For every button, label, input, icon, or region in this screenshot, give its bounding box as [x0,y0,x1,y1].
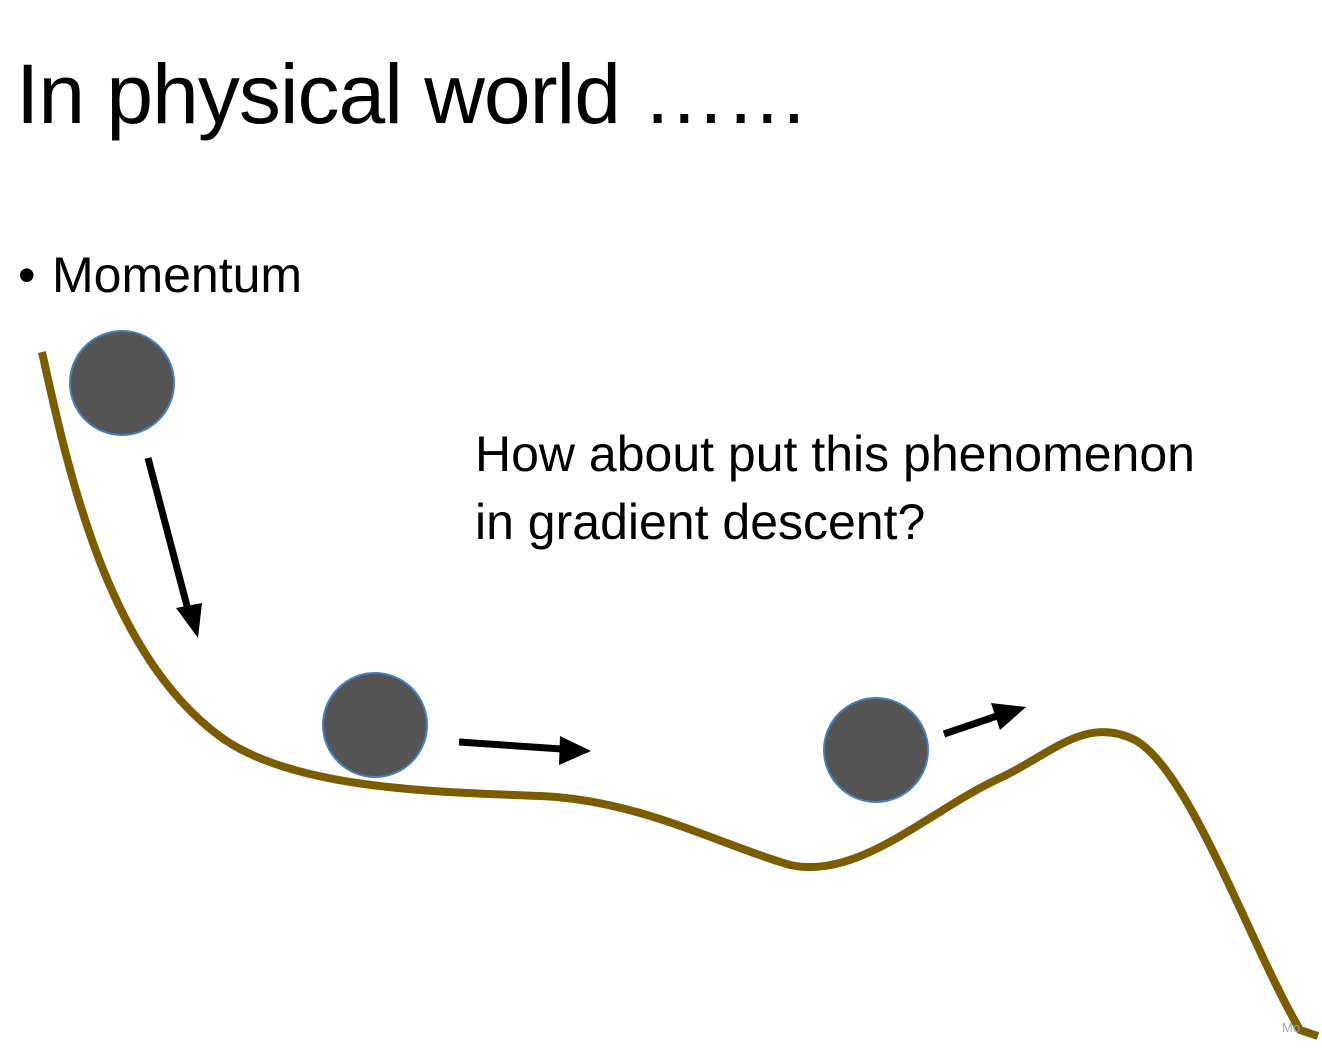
ball-middle-icon [322,672,428,778]
bullet-label: Momentum [52,247,303,303]
ball-top-icon [69,330,175,436]
arrow-up-right-icon [942,703,1026,738]
loss-curve [38,351,1320,1040]
question-line-1: How about put this phenomenon [475,426,1195,482]
bullet-item: • Momentum [18,250,302,300]
watermark: Mo [1282,1020,1301,1035]
question-line-2: in gradient descent? [475,494,926,550]
arrow-down-icon [144,457,202,638]
slide-title: In physical world …… [16,47,809,141]
arrow-right-icon [458,736,591,765]
bullet-marker: • [18,247,36,303]
question-text: How about put this phenomenon in gradien… [475,420,1195,556]
ball-right-icon [823,697,929,803]
